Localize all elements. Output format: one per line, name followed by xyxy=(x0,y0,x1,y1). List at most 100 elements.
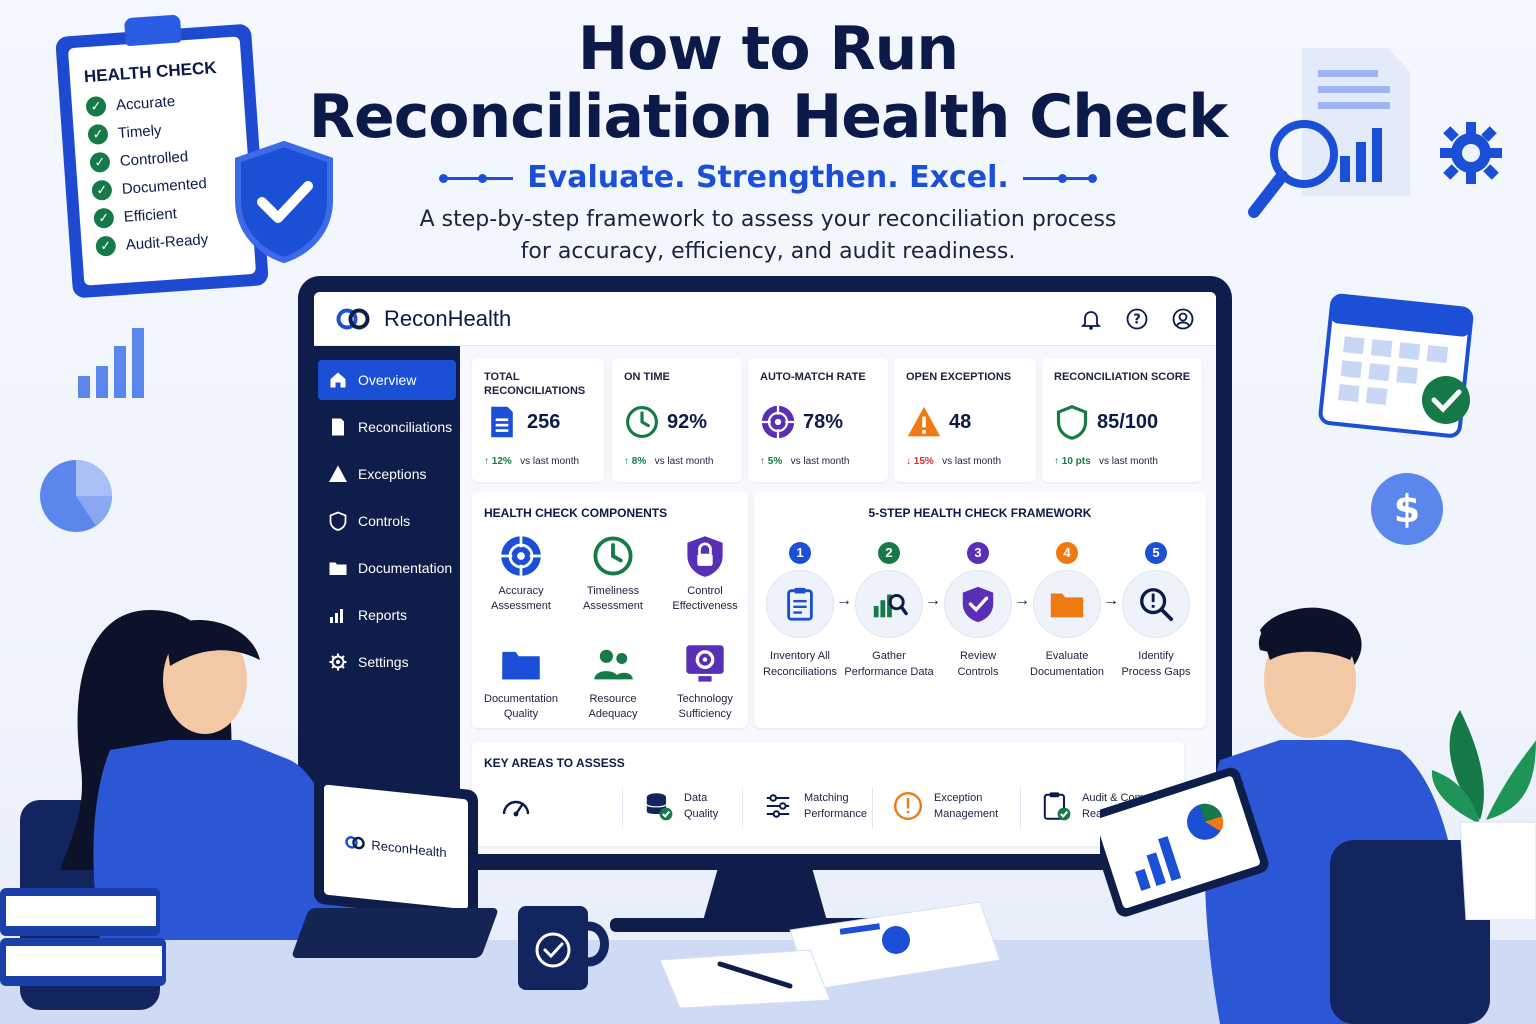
help-icon[interactable]: ? xyxy=(1126,308,1148,330)
divider xyxy=(872,788,873,828)
sidebar-item-overview[interactable]: Overview xyxy=(318,360,456,400)
svg-text:$: $ xyxy=(1394,487,1420,531)
bar-chart-icon xyxy=(328,605,348,625)
kpi-label: RECONCILIATION SCORE xyxy=(1054,371,1191,383)
logo-mark-icon xyxy=(336,308,370,329)
component-item[interactable]: Resource Adequacy xyxy=(568,642,658,722)
divider xyxy=(1020,788,1021,828)
clipboard-item: ✓ Timely xyxy=(87,115,232,146)
clipboard-item: ✓ Documented xyxy=(91,171,236,201)
kpi-delta-value: 8% xyxy=(631,456,647,467)
arrow-up-icon: ↑ xyxy=(484,456,489,467)
component-item[interactable]: Accuracy Assessment xyxy=(476,534,566,614)
title-line-1: How to Run xyxy=(577,14,959,84)
dollar-icon: $ xyxy=(1371,473,1443,545)
arrow-right-icon: → xyxy=(925,592,941,609)
app-logo[interactable]: ReconHealth xyxy=(336,306,511,332)
check-icon: ✓ xyxy=(91,179,113,201)
step-label-line1: Evaluate xyxy=(1045,650,1089,662)
kpi-value: 92% xyxy=(667,411,708,433)
clipboard-item-label: Efficient xyxy=(123,204,178,226)
user-profile-icon[interactable] xyxy=(1172,308,1194,330)
step-label-line2: Performance Data xyxy=(844,666,934,678)
components-title: HEALTH CHECK COMPONENTS xyxy=(484,506,668,520)
component-label: Timeliness Assessment xyxy=(583,585,643,612)
clipboard-item-label: Documented xyxy=(121,174,208,198)
clipboard-item-label: Audit-Ready xyxy=(125,230,209,254)
description: A step-by-step framework to assess your … xyxy=(0,204,1536,268)
step-label-line1: Identify xyxy=(1138,650,1174,662)
component-item[interactable]: Technology Sufficiency xyxy=(660,642,750,722)
clipboard-icon xyxy=(766,570,834,638)
clipboard-item-label: Timely xyxy=(117,121,163,142)
check-icon: ✓ xyxy=(93,207,115,229)
step-label-line2: Process Gaps xyxy=(1121,666,1191,678)
area-label-line2: Quality xyxy=(684,808,719,820)
component-label: Technology Sufficiency xyxy=(677,693,733,720)
arrow-right-icon: → xyxy=(1014,592,1030,609)
warning-icon xyxy=(328,464,348,484)
kpi-compare: vs last month xyxy=(520,456,580,467)
sliders-icon xyxy=(762,790,794,822)
step-number: 4 xyxy=(1056,542,1078,564)
lock-shield-icon xyxy=(683,534,727,578)
component-item[interactable]: Documentation Quality xyxy=(476,642,566,722)
sidebar-item-documentation[interactable]: Documentation xyxy=(318,548,456,588)
bell-icon[interactable] xyxy=(1080,308,1102,330)
key-area-item[interactable] xyxy=(500,790,542,822)
sidebar-item-label: Overview xyxy=(358,372,417,388)
sidebar-item-settings[interactable]: Settings xyxy=(318,642,456,682)
clipboard-item: ✓Accurate xyxy=(85,87,230,118)
sidebar-item-reconciliations[interactable]: Reconciliations xyxy=(318,407,456,447)
arrow-up-icon: ↑ xyxy=(1054,456,1059,467)
kpi-delta-value: 5% xyxy=(767,456,783,467)
step-label-line2: Controls xyxy=(957,666,999,678)
sidebar-item-label: Controls xyxy=(358,513,411,529)
kpi-delta: ↑ 10 pts vs last month xyxy=(1054,456,1158,467)
step-label-line2: Reconciliations xyxy=(763,666,837,678)
chart-search-icon xyxy=(855,570,923,638)
sidebar-item-reports[interactable]: Reports xyxy=(318,595,456,635)
divider xyxy=(622,788,623,828)
tagline-text: Evaluate. Strengthen. Excel. xyxy=(527,160,1009,195)
sidebar-item-label: Reconciliations xyxy=(358,419,453,435)
check-icon: ✓ xyxy=(87,123,109,146)
kpi-delta-value: 15% xyxy=(913,456,934,467)
step-label-line2: Documentation xyxy=(1030,666,1104,678)
folder-icon xyxy=(1033,570,1101,638)
gauge-icon xyxy=(500,790,532,822)
component-item[interactable]: Timeliness Assessment xyxy=(568,534,658,614)
component-label: Control Effectiveness xyxy=(672,585,738,612)
check-icon: ✓ xyxy=(85,95,107,118)
kpi-compare: vs last month xyxy=(1099,456,1158,467)
sidebar-item-label: Exceptions xyxy=(358,466,427,482)
area-label-line1: Matching xyxy=(804,792,849,804)
sidebar-item-controls[interactable]: Controls xyxy=(318,501,456,541)
app-name: ReconHealth xyxy=(384,305,512,331)
shield-check-icon xyxy=(944,570,1012,638)
alert-circle-icon xyxy=(892,790,924,822)
shield-check-icon xyxy=(235,140,333,264)
clock-icon xyxy=(591,534,635,578)
kpi-label: AUTO-MATCH RATE xyxy=(760,371,866,383)
component-item[interactable]: Control Effectiveness xyxy=(660,534,750,614)
search-alert-icon xyxy=(1122,570,1190,638)
shield-icon xyxy=(1054,404,1090,440)
sidebar-item-exceptions[interactable]: Exceptions xyxy=(318,454,456,494)
